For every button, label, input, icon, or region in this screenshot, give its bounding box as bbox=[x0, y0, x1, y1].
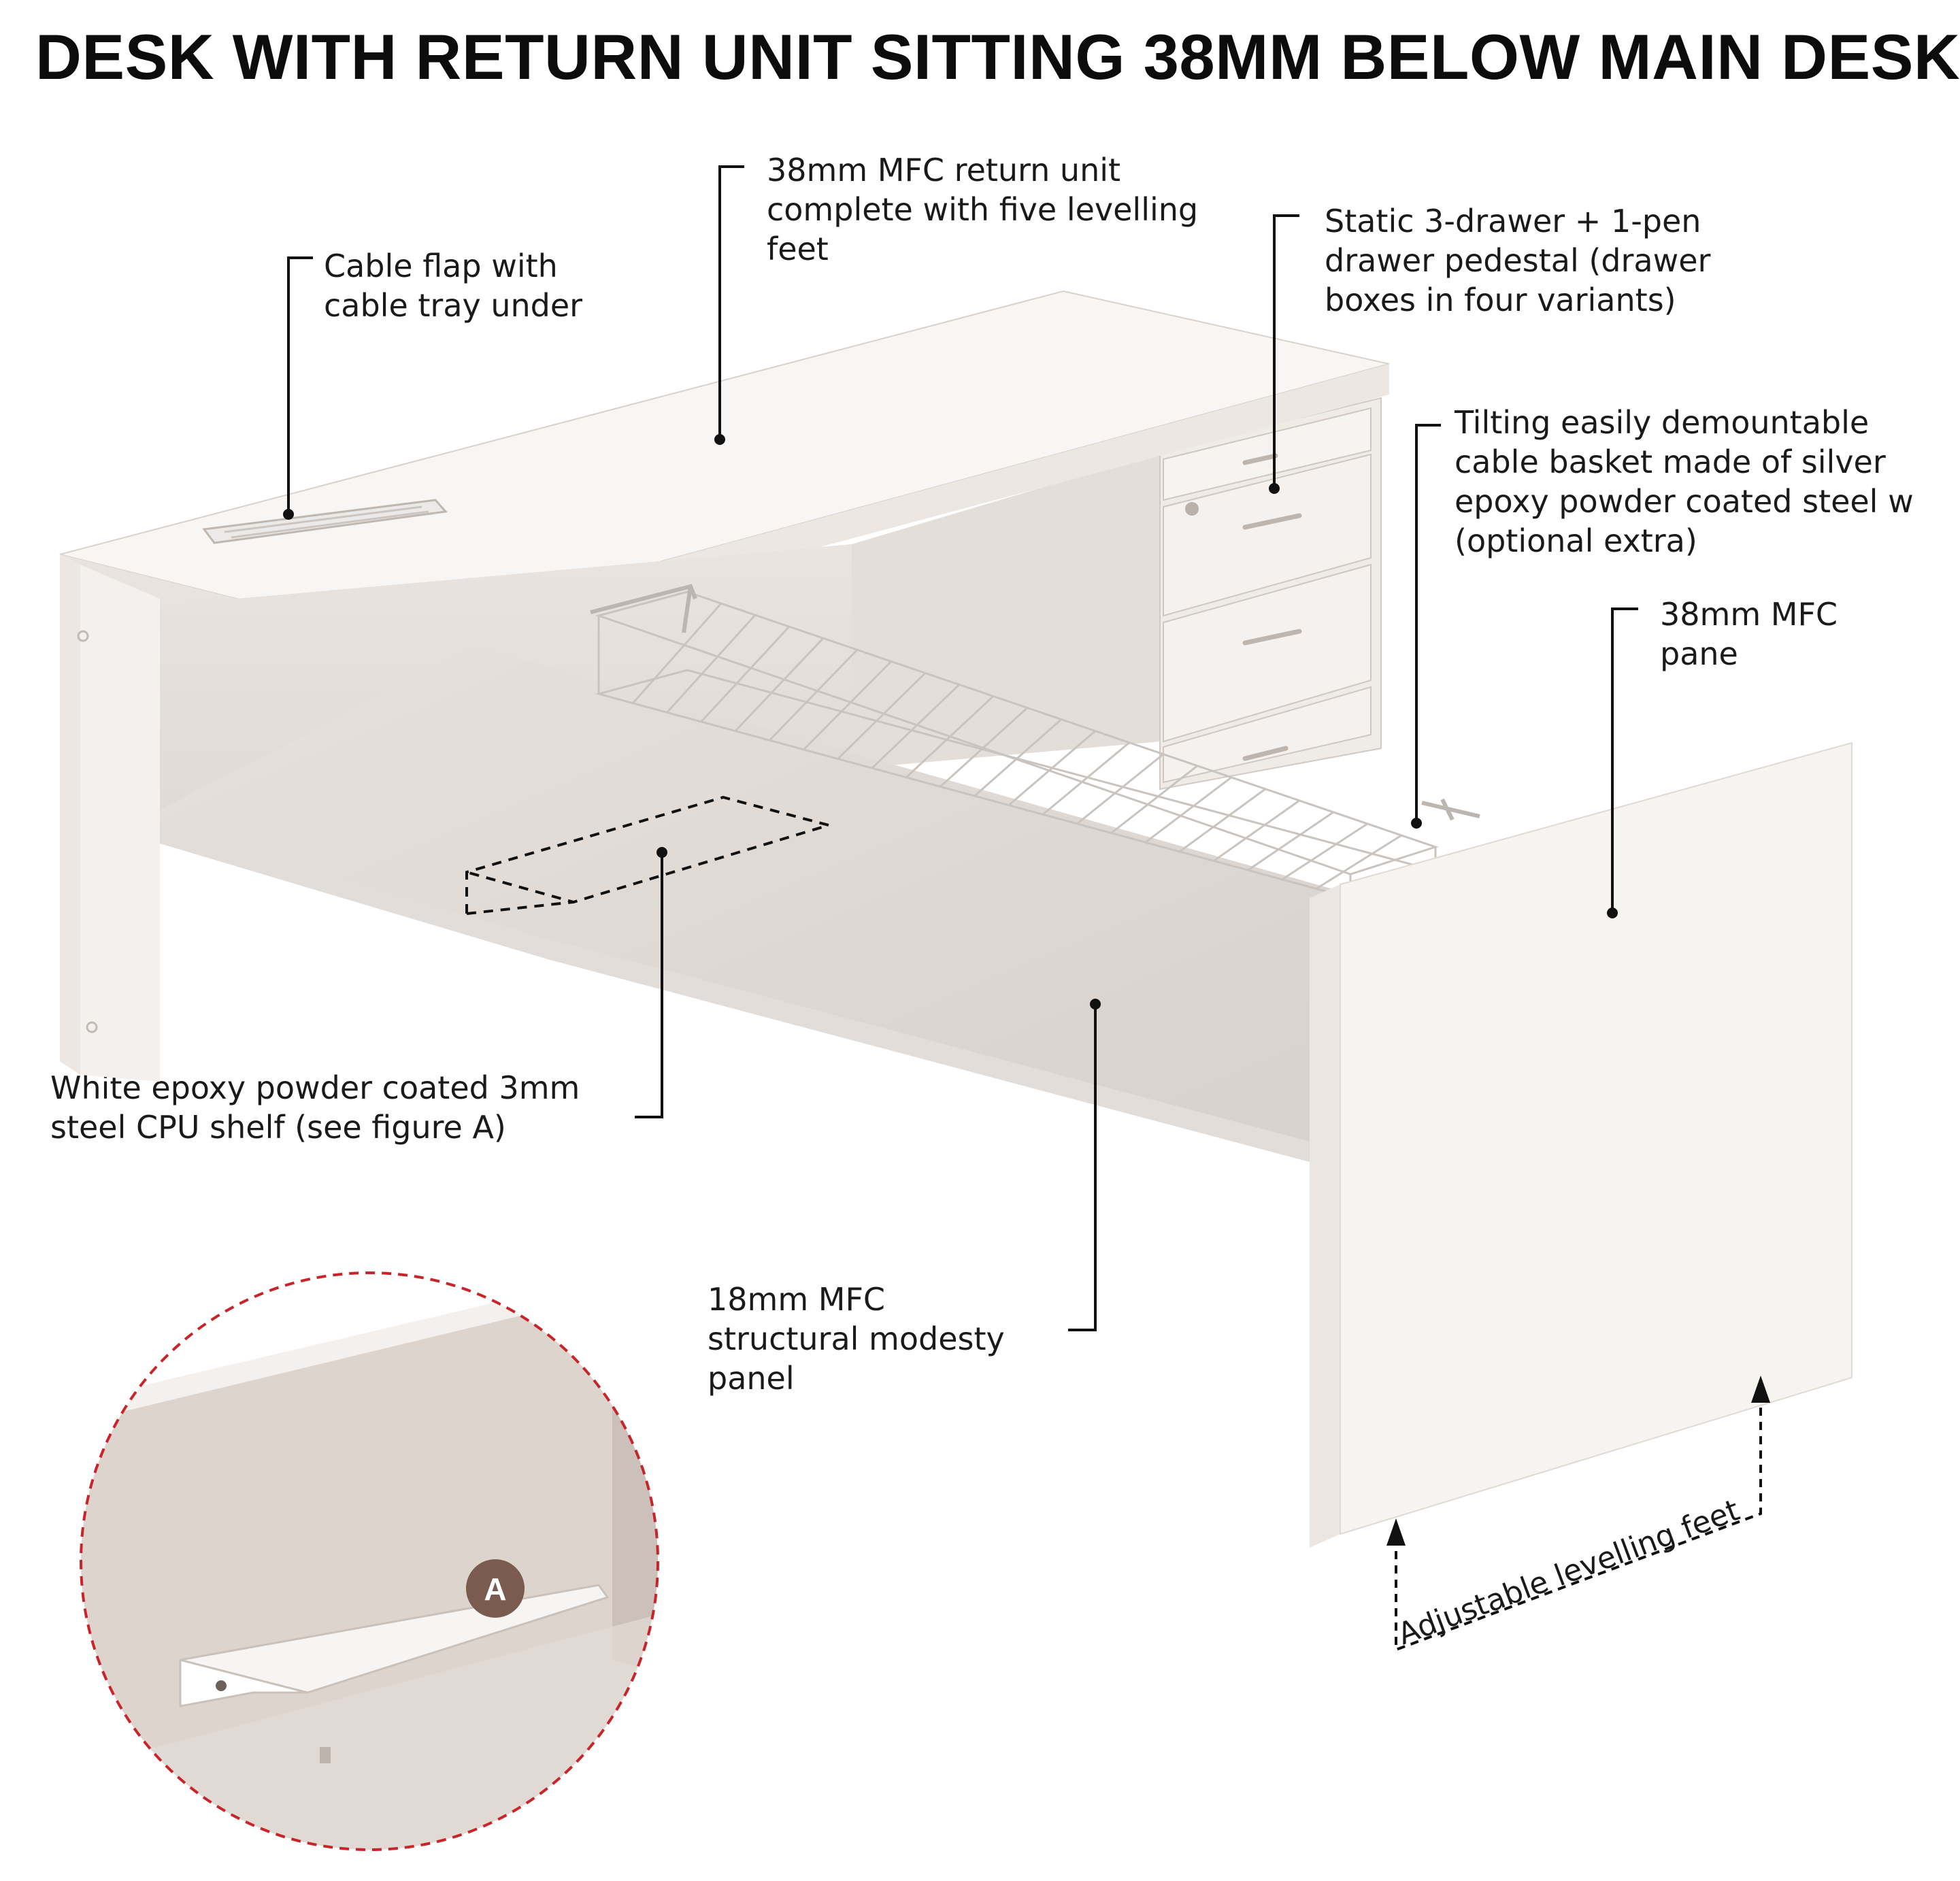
detail-circle bbox=[80, 1271, 659, 1851]
leader-lines bbox=[287, 165, 1638, 1331]
lock-icon bbox=[1185, 502, 1199, 516]
levelling-feet-arrows bbox=[1395, 1405, 1762, 1652]
left-end-panel bbox=[60, 554, 160, 1082]
drawer-3 bbox=[1163, 686, 1372, 784]
arrow-up-icon bbox=[1386, 1376, 1770, 1546]
drawer-2 bbox=[1163, 563, 1372, 743]
drawer-handle bbox=[1242, 746, 1289, 761]
drawer-handle bbox=[1242, 629, 1302, 646]
callout-pedestal: Static 3-drawer + 1-pen drawer pedestal … bbox=[1325, 203, 1711, 318]
drawer-1 bbox=[1163, 453, 1372, 617]
cpu-shelf-outline bbox=[465, 795, 834, 915]
right-end-panel bbox=[1310, 742, 1853, 1548]
callout-return-unit: 38mm MFC return unit complete with five … bbox=[767, 152, 1199, 267]
drawer-handle bbox=[1242, 453, 1278, 465]
levelling-feet-label: Adjustable levelling feet bbox=[1393, 1493, 1744, 1652]
pedestal bbox=[852, 397, 1382, 790]
callout-cable-basket: Tilting easily demountable cable basket … bbox=[1455, 404, 1914, 559]
detail-figure-a: A bbox=[80, 1271, 659, 1851]
page-title: DESK WITH RETURN UNIT SITTING 38MM BELOW… bbox=[35, 21, 1960, 93]
callout-mfc-panel: 38mm MFC pane bbox=[1660, 596, 1838, 672]
drawer-handle bbox=[1242, 513, 1302, 530]
pen-drawer bbox=[1163, 407, 1372, 501]
badge-a-label: A bbox=[484, 1571, 506, 1607]
callout-modesty-panel: 18mm MFC structural modesty panel bbox=[708, 1281, 1005, 1397]
badge-a bbox=[466, 1559, 525, 1618]
modesty-panel bbox=[160, 646, 1340, 1150]
leader-dots bbox=[283, 434, 1618, 1010]
callout-cable-flap: Cable flap with cable tray under bbox=[324, 248, 583, 324]
callout-cpu-shelf: White epoxy powder coated 3mm steel CPU … bbox=[50, 1069, 580, 1146]
